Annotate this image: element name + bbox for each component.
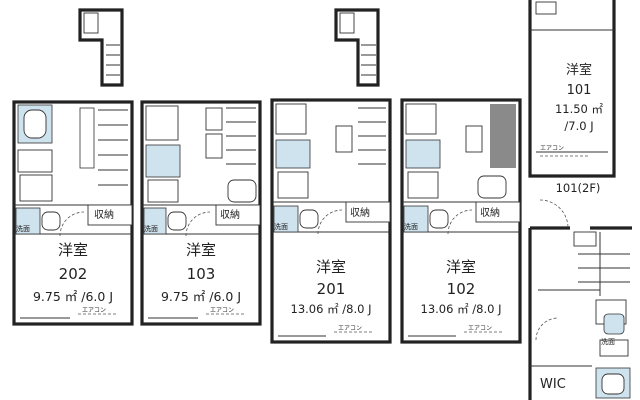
wash-label: 洗面 [274, 222, 288, 231]
room-type: 洋室 [186, 241, 216, 259]
unit-201: 収納 洗面 洋室 201 13.06 ㎡ /8.0 J エアコン [270, 98, 392, 344]
room-area: 11.50 ㎡ [555, 102, 604, 116]
storage-label: 収納 [350, 206, 370, 219]
unit-number: 103 [187, 265, 216, 283]
unit-number: 102 [447, 280, 476, 298]
room-type: 洋室 [446, 258, 476, 276]
ac-label: エアコン [468, 325, 492, 332]
room-type: 洋室 [566, 62, 592, 78]
wash-label: 洗面 [144, 224, 158, 233]
ac-label: エアコン [82, 307, 106, 314]
room-area: 9.75 ㎡ /6.0 J [33, 289, 113, 304]
wash-label: 洗面 [601, 337, 615, 346]
room-type: 洋室 [316, 258, 346, 276]
room-area-jo: /7.0 J [564, 119, 593, 133]
wic-label: WIC [540, 377, 566, 392]
ac-label: エアコン [338, 325, 362, 332]
room-area: 13.06 ㎡ /8.0 J [421, 302, 502, 316]
unit-101: 洋室 101 11.50 ㎡ /7.0 J エアコン [528, 0, 616, 178]
wash-label: 洗面 [16, 224, 30, 233]
storage-label: 収納 [480, 206, 500, 219]
storage-label: 収納 [94, 208, 114, 221]
unit-number: 201 [317, 280, 346, 298]
unit-103: 収納 洗面 洋室 103 9.75 ㎡ /6.0 J エアコン [140, 100, 262, 326]
storage-label: 収納 [220, 208, 240, 221]
unit-102: 収納 洗面 洋室 102 13.06 ㎡ /8.0 J エアコン [400, 98, 522, 344]
ac-label: エアコン [210, 307, 234, 314]
room-area: 9.75 ㎡ /6.0 J [161, 289, 241, 304]
stair-fragment-middle [334, 8, 380, 87]
room-type: 洋室 [58, 241, 88, 259]
unit-number: 101 [567, 83, 592, 98]
room-area: 13.06 ㎡ /8.0 J [291, 302, 372, 316]
floor-label: 101(2F) [556, 181, 601, 195]
stair-fragment-left [78, 8, 124, 87]
unit-number: 202 [59, 265, 88, 283]
wash-label: 洗面 [404, 222, 418, 231]
unit-202: 収納 洗面 洋室 202 9.75 ㎡ /6.0 J エアコン [12, 100, 134, 326]
unit-101-2f: 洗面 WIC [528, 199, 632, 400]
ac-label: エアコン [540, 145, 564, 152]
